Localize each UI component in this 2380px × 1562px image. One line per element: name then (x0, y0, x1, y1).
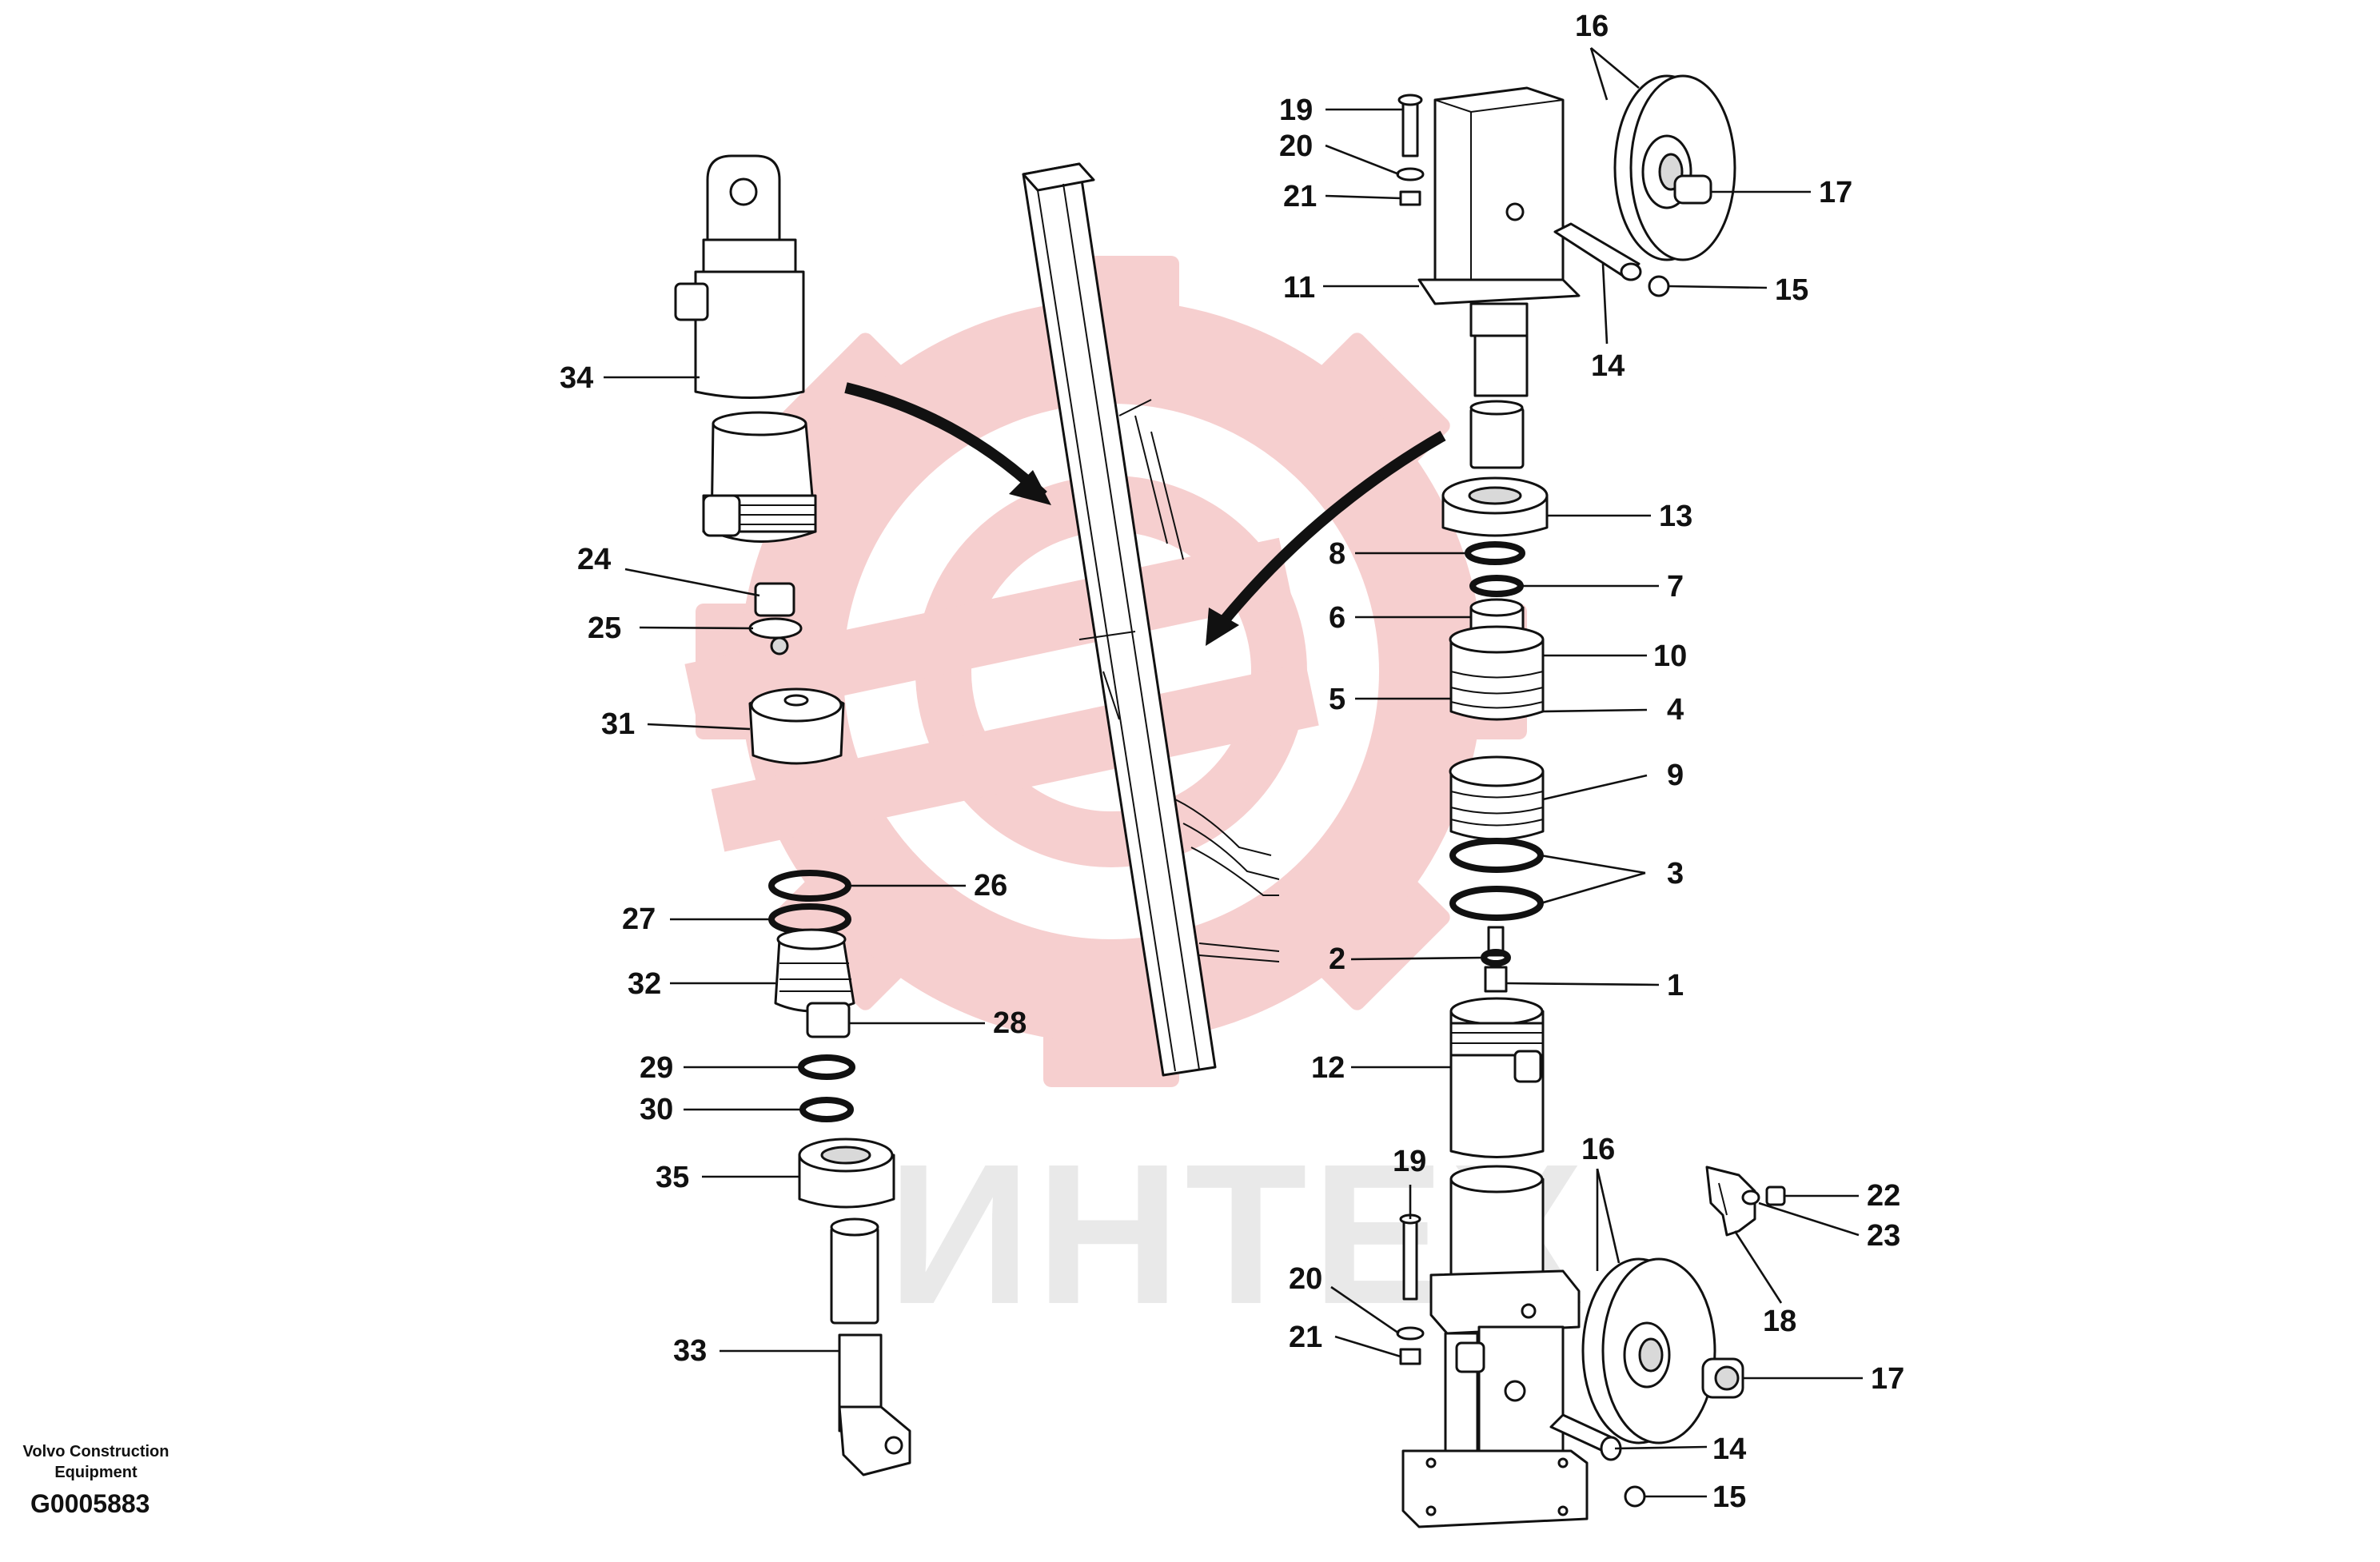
label-34: 34 (560, 361, 593, 395)
label-16-bottom: 16 (1581, 1133, 1615, 1166)
label-23: 23 (1867, 1219, 1900, 1253)
label-8: 8 (1329, 537, 1345, 571)
label-5: 5 (1329, 683, 1345, 716)
label-14-bottom: 14 (1712, 1432, 1746, 1466)
label-13: 13 (1659, 500, 1692, 533)
label-10: 10 (1653, 640, 1687, 673)
label-33: 33 (673, 1334, 707, 1368)
label-21-top: 21 (1283, 180, 1317, 213)
label-2: 2 (1329, 942, 1345, 976)
label-22: 22 (1867, 1179, 1900, 1213)
label-17-bottom: 17 (1871, 1362, 1904, 1396)
label-12: 12 (1311, 1051, 1345, 1085)
leader-lines (604, 47, 1863, 1498)
label-17-top: 17 (1819, 176, 1852, 209)
label-28: 28 (993, 1006, 1027, 1040)
label-35: 35 (656, 1161, 689, 1194)
company-name-line2: Equipment (54, 1464, 138, 1481)
label-18: 18 (1763, 1305, 1796, 1338)
label-25: 25 (588, 612, 621, 645)
label-19-top: 19 (1279, 94, 1313, 127)
label-7: 7 (1667, 570, 1684, 604)
drawing-code: G0005883 (30, 1489, 149, 1518)
footer-credit: Volvo Construction Equipment G0005883 (23, 1443, 169, 1518)
company-name-line1: Volvo Construction (23, 1443, 169, 1460)
label-30: 30 (640, 1093, 673, 1126)
label-20-bottom: 20 (1289, 1262, 1322, 1296)
label-31: 31 (601, 707, 635, 741)
curved-arrow-icon (844, 382, 1446, 646)
label-6: 6 (1329, 601, 1345, 635)
boom-frame (1022, 162, 1280, 1077)
label-27: 27 (622, 903, 656, 936)
part-labels: 34 24 25 31 26 27 32 28 29 30 35 33 19 2… (560, 10, 1904, 1514)
label-19-bottom: 19 (1393, 1145, 1426, 1178)
label-9: 9 (1667, 759, 1684, 792)
label-3: 3 (1667, 857, 1684, 891)
label-26: 26 (974, 869, 1007, 903)
label-4: 4 (1667, 693, 1684, 727)
label-16-top: 16 (1575, 10, 1609, 43)
left-cylinder-assembly (674, 154, 911, 1476)
right-upper-assembly (1396, 74, 1736, 1158)
label-20-top: 20 (1279, 130, 1313, 163)
label-14-top: 14 (1591, 349, 1625, 383)
label-1: 1 (1667, 969, 1684, 1002)
label-29: 29 (640, 1051, 673, 1085)
label-11: 11 (1283, 271, 1315, 305)
label-15-bottom: 15 (1712, 1480, 1746, 1514)
right-lower-assembly (1396, 1165, 1786, 1528)
label-15-top: 15 (1775, 273, 1808, 307)
label-24: 24 (577, 543, 611, 576)
label-21-bottom: 21 (1289, 1321, 1322, 1354)
label-32: 32 (628, 967, 661, 1001)
